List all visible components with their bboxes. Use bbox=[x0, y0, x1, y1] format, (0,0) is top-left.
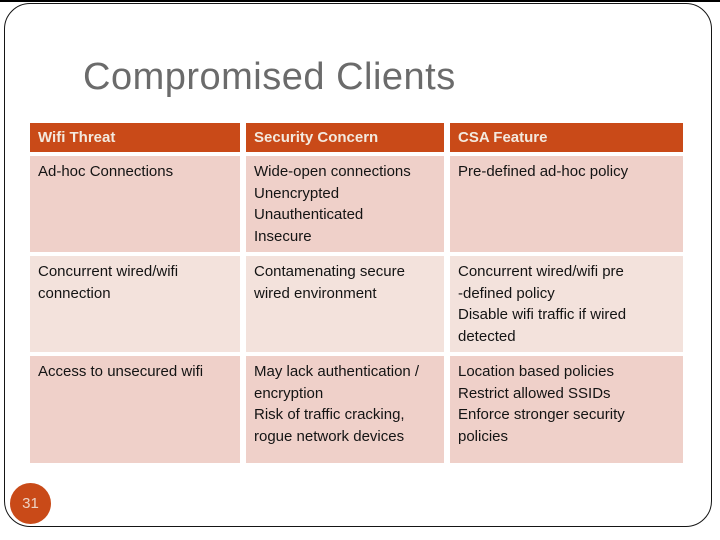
slide-title: Compromised Clients bbox=[83, 56, 456, 98]
table-cell-feature: Concurrent wired/wifi pre -defined polic… bbox=[450, 256, 683, 352]
table-cell-feature: Pre-defined ad-hoc policy bbox=[450, 156, 683, 252]
slide-top-edge-line bbox=[0, 0, 720, 2]
table-cell-concern: May lack authentication / encryption Ris… bbox=[246, 356, 444, 463]
table-row: Concurrent wired/wifi connection Contame… bbox=[30, 256, 683, 352]
column-header-wifi-threat: Wifi Threat bbox=[30, 123, 240, 152]
wifi-threats-table: Wifi Threat Security Concern CSA Feature… bbox=[24, 119, 689, 467]
column-header-security-concern: Security Concern bbox=[246, 123, 444, 152]
table-cell-concern: Wide-open connections Unencrypted Unauth… bbox=[246, 156, 444, 252]
table-row: Ad-hoc Connections Wide-open connections… bbox=[30, 156, 683, 252]
page-number-badge: 31 bbox=[10, 483, 51, 524]
table-header-row: Wifi Threat Security Concern CSA Feature bbox=[30, 123, 683, 152]
table-cell-threat: Ad-hoc Connections bbox=[30, 156, 240, 252]
table-cell-concern: Contamenating secure wired environment bbox=[246, 256, 444, 352]
table-cell-threat: Concurrent wired/wifi connection bbox=[30, 256, 240, 352]
slide-rounded-border bbox=[4, 3, 712, 527]
table-row: Access to unsecured wifi May lack authen… bbox=[30, 356, 683, 463]
column-header-csa-feature: CSA Feature bbox=[450, 123, 683, 152]
table-cell-feature: Location based policies Restrict allowed… bbox=[450, 356, 683, 463]
table-cell-threat: Access to unsecured wifi bbox=[30, 356, 240, 463]
